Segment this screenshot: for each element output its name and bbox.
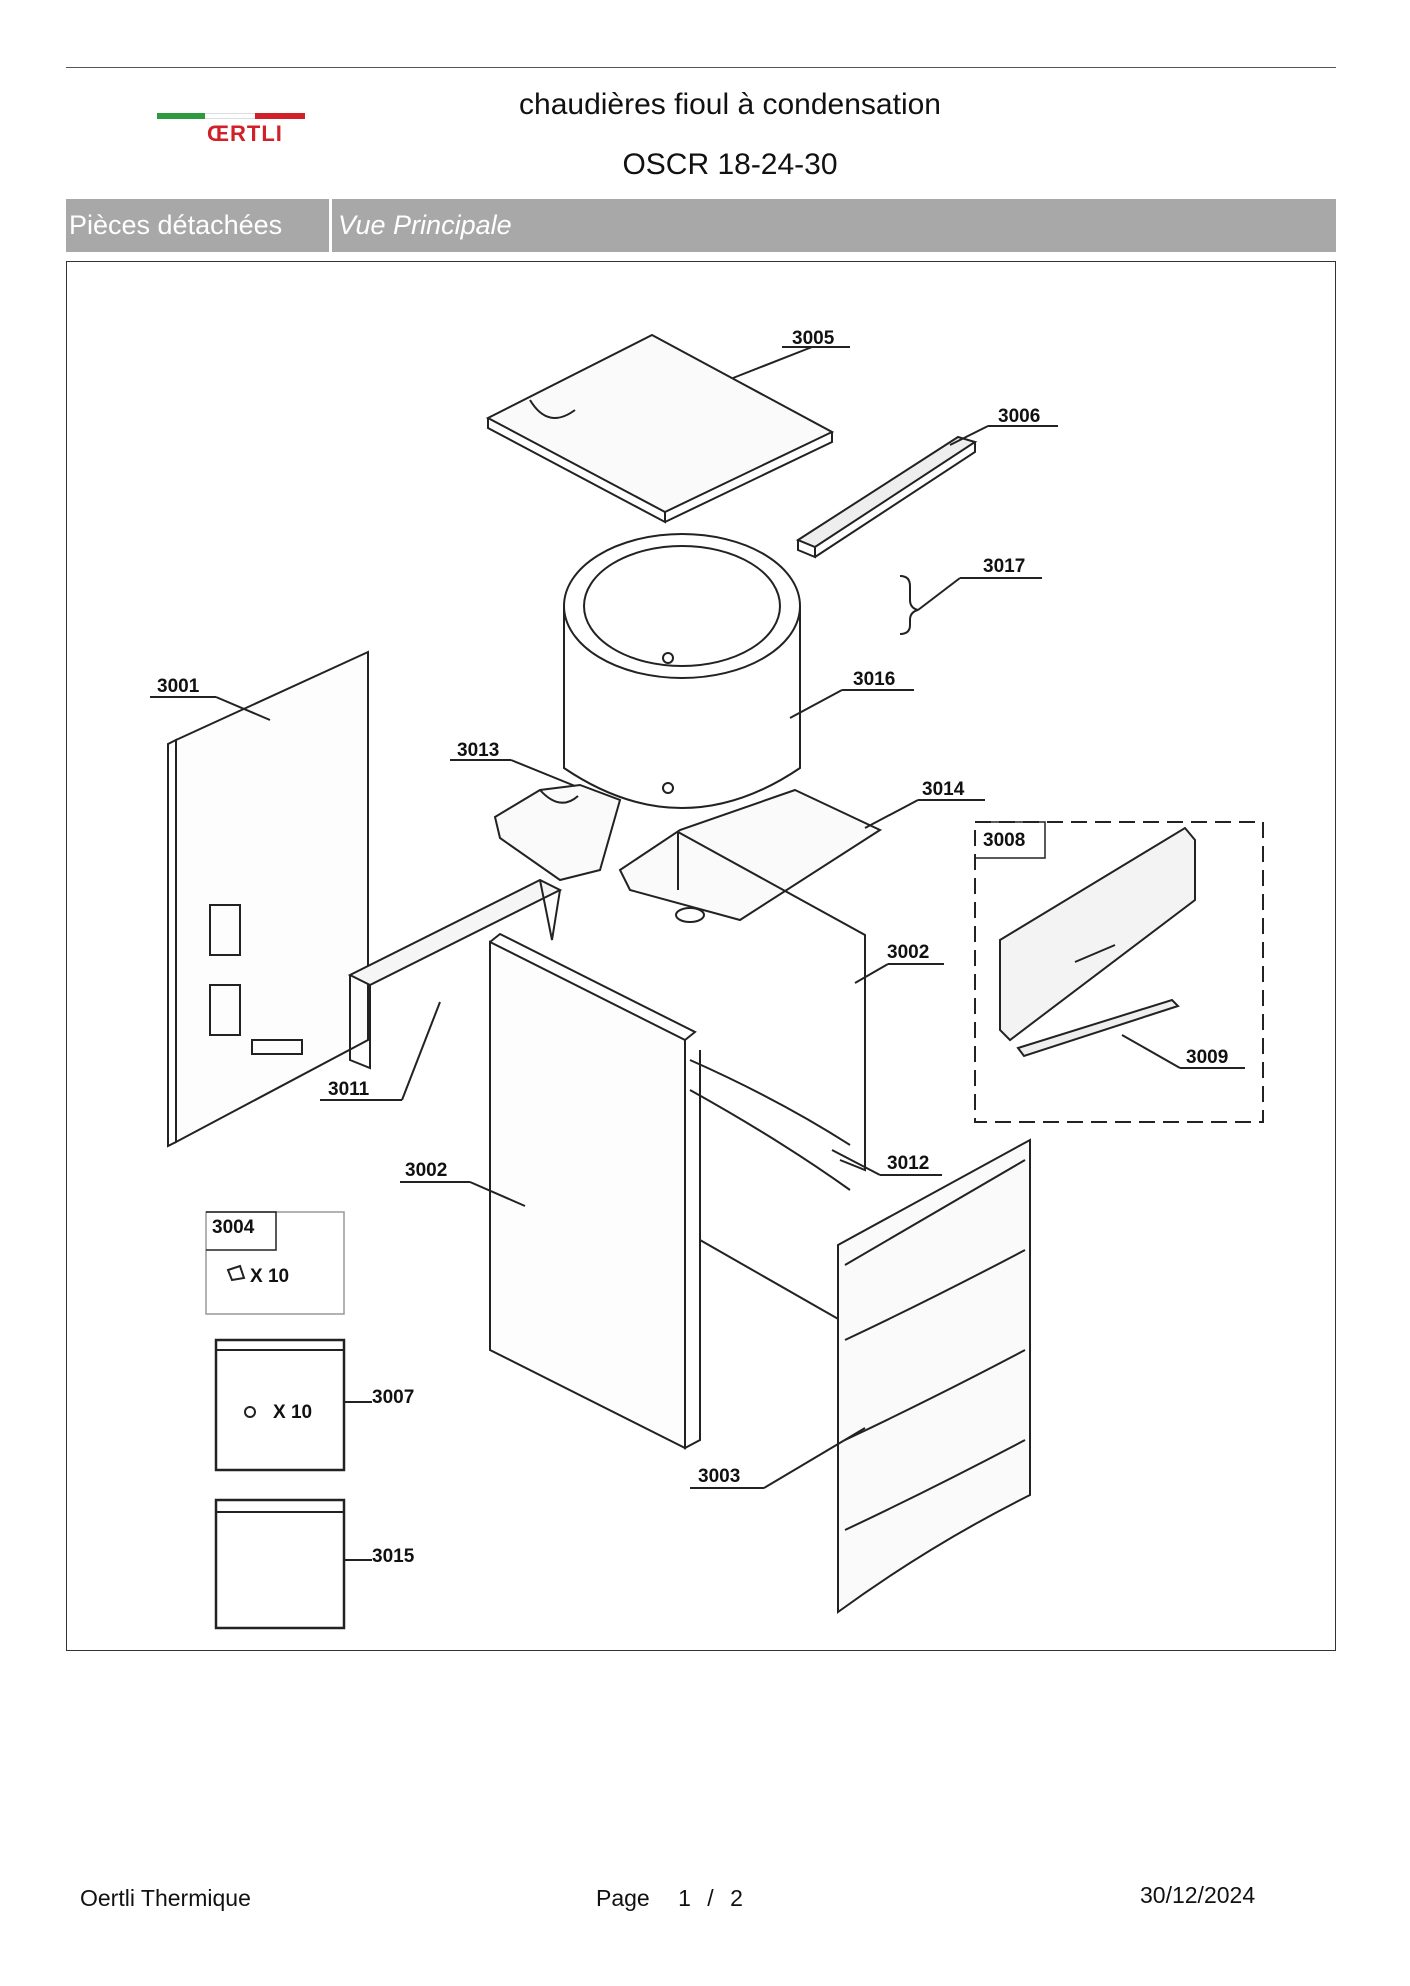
- leader-3013: [510, 759, 576, 787]
- leader-3002-right: [854, 963, 889, 984]
- label-3007: 3007: [372, 1387, 414, 1408]
- label-3013: 3013: [457, 740, 499, 761]
- header-rule: [66, 67, 1336, 68]
- label-3014: 3014: [922, 779, 965, 800]
- label-3003: 3003: [698, 1466, 740, 1487]
- footer-date: 30/12/2024: [1140, 1882, 1256, 1908]
- part-3017-bracket: [899, 575, 919, 635]
- inset-3008-frame: [974, 821, 1264, 1123]
- section-label: Pièces détachées: [66, 199, 332, 252]
- part-3016-cylinder: [563, 533, 801, 809]
- part-3014-bracket: [618, 788, 883, 923]
- document-title: chaudières fioul à condensation: [519, 88, 941, 121]
- label-3017: 3017: [983, 556, 1025, 577]
- leader-3006: [949, 425, 989, 446]
- page-label: Page: [596, 1885, 650, 1911]
- leader-3005: [732, 346, 813, 379]
- part-3006-trim: [795, 435, 978, 559]
- label-3001: 3001: [157, 676, 200, 697]
- logo-text: ŒRTLI: [207, 121, 283, 146]
- part-3007-screw-bag: [214, 1338, 346, 1472]
- label-3004: 3004: [212, 1217, 255, 1238]
- footer-pagination: Page 1 / 2: [596, 1885, 743, 1912]
- inset-3004-tab: [206, 1211, 277, 1251]
- model-name: OSCR 18-24-30: [622, 148, 838, 181]
- section-banner: Pièces détachées Vue Principale: [66, 199, 1336, 252]
- label-3015: 3015: [372, 1546, 415, 1567]
- part-3011-rail: [347, 878, 563, 1070]
- label-3006: 3006: [998, 406, 1040, 427]
- part-3005-top-cover: [485, 333, 835, 524]
- part-3015-bag: [214, 1498, 346, 1630]
- label-3012: 3012: [887, 1153, 929, 1174]
- part-3002-right-frame: [677, 831, 866, 1450]
- logo-white-bar: [205, 113, 255, 119]
- logo-red-bar: [255, 113, 305, 119]
- label-3004-qty: X 10: [250, 1266, 289, 1287]
- view-label: Vue Principale: [338, 210, 512, 240]
- part-3001-back-panel: [167, 650, 369, 1148]
- leader-3011: [401, 1001, 441, 1101]
- label-3008: 3008: [983, 830, 1025, 851]
- page-current: 1: [678, 1885, 691, 1911]
- part-3009-support: [1016, 998, 1180, 1058]
- footer-company: Oertli Thermique: [80, 1885, 251, 1911]
- leader-3001: [215, 696, 271, 721]
- leader-3016: [789, 689, 843, 719]
- label-3002-left: 3002: [405, 1160, 447, 1181]
- clip-icon: [226, 1264, 246, 1282]
- label-3009: 3009: [1186, 1047, 1228, 1068]
- leader-3012: [831, 1149, 881, 1176]
- part-3002-left-panel: [489, 932, 697, 1450]
- part-3008-control-panel: [999, 826, 1196, 1042]
- brand-logo: ŒRTLI: [157, 113, 305, 149]
- label-3007-qty: X 10: [273, 1402, 312, 1423]
- part-3003-front-panel: [837, 1138, 1031, 1614]
- leader-3014: [864, 799, 919, 829]
- leader-3002-left: [469, 1181, 526, 1207]
- leader-3009: [1121, 1034, 1181, 1069]
- part-3013-plate: [493, 783, 622, 882]
- logo-green-bar: [157, 113, 205, 119]
- label-3005: 3005: [792, 328, 835, 349]
- label-3016: 3016: [853, 669, 895, 690]
- leader-3017: [917, 577, 961, 611]
- leader-3003: [763, 1427, 866, 1489]
- page-total: 2: [730, 1885, 743, 1911]
- page-separator: /: [707, 1885, 714, 1911]
- drawing-frame: [66, 261, 1336, 1651]
- inset-3008-tab: [975, 821, 1046, 859]
- label-3011: 3011: [328, 1079, 370, 1100]
- label-3002-right: 3002: [887, 942, 929, 963]
